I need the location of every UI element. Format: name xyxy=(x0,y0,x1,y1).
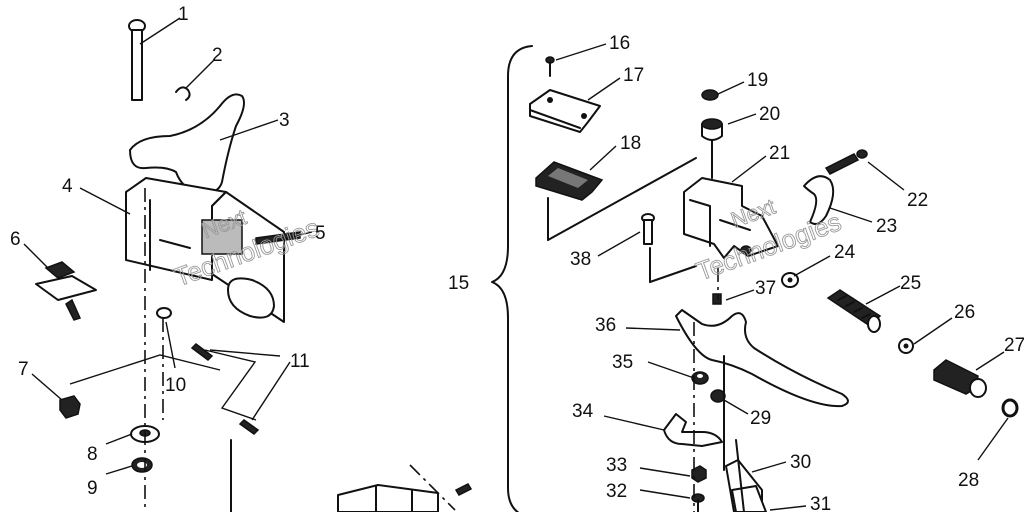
part-27-piston xyxy=(933,359,987,398)
part-22-screw xyxy=(824,149,868,175)
callout-19: 19 xyxy=(747,70,768,91)
part-10-bushing xyxy=(156,307,172,319)
callout-28: 28 xyxy=(958,470,979,491)
part-24-washer xyxy=(781,272,799,288)
callout-9: 9 xyxy=(87,478,98,499)
part-31-bracket xyxy=(731,485,767,512)
part-2-clip xyxy=(175,86,191,101)
part-9-ring xyxy=(131,457,153,473)
part-20-bushing xyxy=(701,118,723,141)
callout-21: 21 xyxy=(769,143,790,164)
callout-32: 32 xyxy=(606,481,627,502)
callout-20: 20 xyxy=(759,104,780,125)
part-5-screw xyxy=(255,231,301,245)
part-6-switch xyxy=(35,261,97,321)
callout-23: 23 xyxy=(876,216,897,237)
callout-22: 22 xyxy=(907,190,928,211)
part-17-cover xyxy=(529,89,601,133)
part-1-bolt xyxy=(128,19,146,101)
callout-25: 25 xyxy=(900,273,921,294)
callout-1: 1 xyxy=(178,4,189,25)
part-16-screw xyxy=(545,56,555,77)
part-4-housing xyxy=(125,177,285,323)
right-assembly-lines xyxy=(547,139,745,512)
callout-31: 31 xyxy=(810,494,831,512)
callout-24: 24 xyxy=(834,242,856,263)
group-bracket-15 xyxy=(491,45,533,512)
part-11-screw-b xyxy=(238,419,260,435)
callout-37: 37 xyxy=(755,278,776,299)
part-34-spring xyxy=(663,413,723,447)
part-7-nut xyxy=(59,395,81,419)
part-36-lever xyxy=(675,309,849,408)
callout-27: 27 xyxy=(1004,335,1024,356)
part-11-screw-a xyxy=(190,343,214,361)
left-assembly-lines xyxy=(69,188,456,512)
part-26-washer xyxy=(898,338,914,354)
callout-35: 35 xyxy=(612,352,633,373)
part-32-screw xyxy=(691,493,705,512)
callout-10: 10 xyxy=(165,375,186,396)
part-33-nut xyxy=(691,465,707,483)
part-25-spring xyxy=(826,289,882,333)
part-21-master-cylinder xyxy=(683,177,779,259)
callout-18: 18 xyxy=(620,133,641,154)
callout-36: 36 xyxy=(595,315,616,336)
partial-part-bottom xyxy=(337,483,473,512)
part-29-bushing xyxy=(710,389,726,403)
part-38-bolt xyxy=(641,213,655,245)
callout-33: 33 xyxy=(606,455,627,476)
callout-3: 3 xyxy=(279,110,290,131)
part-3-handle xyxy=(129,93,245,194)
right-leader-lines xyxy=(555,43,1009,511)
part-18-diaphragm xyxy=(535,161,604,201)
callout-29: 29 xyxy=(750,408,771,429)
callout-11: 11 xyxy=(290,351,310,372)
part-23-clamp xyxy=(803,175,835,225)
callout-30: 30 xyxy=(790,452,811,473)
callout-26: 26 xyxy=(954,302,975,323)
part-19-cap xyxy=(701,89,719,101)
callout-15: 15 xyxy=(448,273,469,294)
callout-34: 34 xyxy=(572,401,594,422)
callout-38: 38 xyxy=(570,249,591,270)
part-28-o-ring xyxy=(1001,398,1019,418)
callout-6: 6 xyxy=(10,229,21,250)
left-leader-lines xyxy=(23,17,313,475)
part-37-pin xyxy=(712,293,722,305)
callout-17: 17 xyxy=(623,65,644,86)
callout-4: 4 xyxy=(62,176,73,197)
callout-7: 7 xyxy=(18,359,29,380)
callout-8: 8 xyxy=(87,444,98,465)
callout-2: 2 xyxy=(212,45,223,66)
callout-labels: 1 2 3 4 5 6 7 8 9 10 11 15 16 17 18 19 2… xyxy=(10,4,1024,512)
callout-5: 5 xyxy=(315,223,326,244)
callout-16: 16 xyxy=(609,33,630,54)
